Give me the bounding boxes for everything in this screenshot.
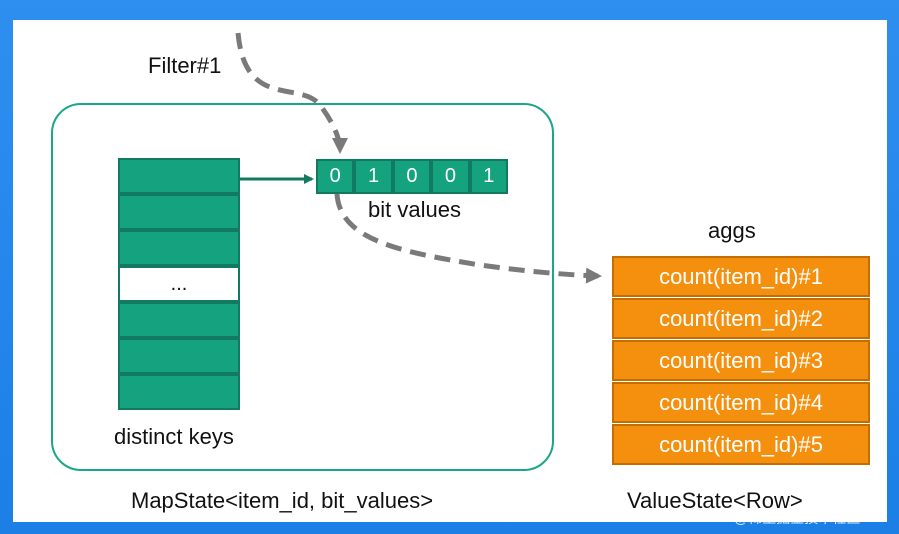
mapstate-container xyxy=(51,103,554,471)
bit-cell: 1 xyxy=(469,159,508,194)
valuestate-label: ValueState<Row> xyxy=(627,488,803,513)
agg-cell: count(item_id)#5 xyxy=(612,424,870,465)
key-cell-ellipsis: ... xyxy=(118,266,240,302)
agg-cell: count(item_id)#2 xyxy=(612,298,870,339)
aggs-label: aggs xyxy=(708,218,756,243)
key-cell xyxy=(118,230,240,266)
agg-cell: count(item_id)#4 xyxy=(612,382,870,423)
bit-cell: 0 xyxy=(316,159,355,194)
key-cell xyxy=(118,338,240,374)
bit-cell: 0 xyxy=(392,159,432,194)
bit-values-label: bit values xyxy=(368,197,461,222)
agg-cell: count(item_id)#1 xyxy=(612,256,870,297)
agg-cell: count(item_id)#3 xyxy=(612,340,870,381)
watermark: @稀土掘金技术社区 xyxy=(734,510,861,526)
mapstate-label: MapState<item_id, bit_values> xyxy=(131,488,434,513)
filter-label: Filter#1 xyxy=(148,53,222,78)
distinct-keys-label: distinct keys xyxy=(114,424,234,449)
key-cell xyxy=(118,374,240,410)
key-cell xyxy=(118,302,240,338)
bit-cell: 0 xyxy=(431,159,470,194)
filter-dashed-arrow xyxy=(235,32,348,154)
bits-to-aggs-dashed-arrow xyxy=(334,193,602,284)
key-cell xyxy=(118,158,240,194)
key-cell xyxy=(118,194,240,230)
bit-cell: 1 xyxy=(354,159,393,194)
